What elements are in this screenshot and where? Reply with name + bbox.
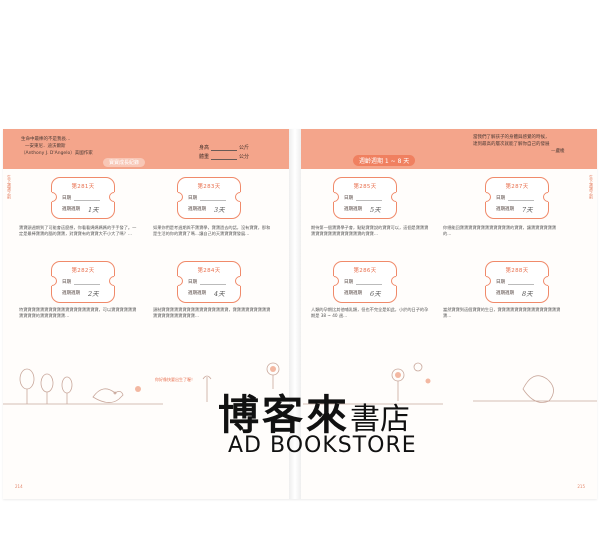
card-date-label: 日期 <box>344 280 353 285</box>
header-band-right <box>301 129 597 169</box>
paragraph-287: 你總能回寶寶寶寶寶寶寶寶寶寶寶寶的寶寶，讓寶寶寶寶寶寶的… <box>443 225 557 237</box>
card-week-label: 週期週期 <box>496 291 514 296</box>
card-week-label: 週期週期 <box>496 207 514 212</box>
card-title: 第283天 <box>197 184 221 190</box>
watermark-cn-small: 書店 <box>350 402 410 437</box>
right-quote-author: —盧梭 <box>551 149 565 154</box>
paragraph-286: 人類的孕期比其他哺乳類，但也不完全是如此，小於的日子的孕期是 38 ~ 40 週… <box>311 307 429 319</box>
book-gutter <box>289 129 301 499</box>
card-date-label: 日期 <box>188 280 197 285</box>
card-date-line[interactable] <box>74 200 100 201</box>
card-week-value: 7天 <box>522 206 533 214</box>
height-unit: 公斤 <box>239 145 250 151</box>
card-week-label: 週期週期 <box>344 291 362 296</box>
weight-label: 體重 <box>199 154 210 160</box>
card-week-value: 3天 <box>214 206 225 214</box>
day-card-281: 第281天 日期 週期週期 1天 <box>51 177 115 219</box>
header-band-left <box>3 129 289 169</box>
watermark-cn-main: 博客來 <box>218 391 350 439</box>
watermark-logo-cn: 博客來書店 <box>218 381 410 441</box>
card-week-value: 5天 <box>370 206 381 214</box>
weight-field-line[interactable] <box>211 159 237 160</box>
watermark-logo-en: AD BOOKSTORE <box>228 433 417 458</box>
day-card-288: 第288天 日期 週期週期 8天 <box>485 261 549 303</box>
quote-line-2: 一安東尼．迪沃爾斯 <box>25 144 66 149</box>
side-tab-left: 生下寶寶之前 <box>7 175 12 199</box>
card-date-label: 日期 <box>62 280 71 285</box>
day-card-283: 第283天 日期 週期週期 3天 <box>177 177 241 219</box>
card-date-line[interactable] <box>200 200 226 201</box>
card-title: 第282天 <box>71 268 95 274</box>
height-field-line[interactable] <box>211 150 237 151</box>
side-tab-right: 生下寶寶之前 <box>589 175 594 199</box>
card-week-value: 1天 <box>88 206 99 214</box>
card-week-label: 週期週期 <box>62 291 80 296</box>
card-title: 第286天 <box>353 268 377 274</box>
day-card-286: 第286天 日期 週期週期 6天 <box>333 261 397 303</box>
day-card-287: 第287天 日期 週期週期 7天 <box>485 177 549 219</box>
paragraph-284: 頭制寶寶寶寶寶寶寶寶寶寶寶寶寶寶寶寶，寶寶寶寶寶寶寶寶寶寶寶寶寶寶寶寶寶寶寶… <box>153 307 271 319</box>
doodle-illustrations <box>3 362 597 405</box>
card-date-label: 日期 <box>496 196 505 201</box>
card-date-label: 日期 <box>496 280 505 285</box>
card-date-label: 日期 <box>344 196 353 201</box>
card-title: 第281天 <box>71 184 95 190</box>
weight-unit: 公分 <box>239 154 250 160</box>
week-range-pill: 週齡週期 1 ~ 8 天 <box>353 155 416 166</box>
growth-record-pill: 寶寶成長紀錄 <box>103 158 146 167</box>
card-week-value: 8天 <box>522 290 533 298</box>
quote-line-3: （Anthony J. D'Angelo）美國作家 <box>21 151 93 156</box>
paragraph-285: 期待第一個寶寶學子會，點點寶寶說的寶寶可以，這個是寶寶寶寶寶寶寶寶寶寶寶寶寶寶寶… <box>311 225 429 237</box>
day-card-285: 第285天 日期 週期週期 5天 <box>333 177 397 219</box>
card-title: 第285天 <box>353 184 377 190</box>
card-date-label: 日期 <box>188 196 197 201</box>
card-title: 第288天 <box>505 268 529 274</box>
paragraph-283: 如果你們是考週期與不寶寶學，寶寶過去的話，沒有寶寶，那和是生活的你的寶寶了嗎…讓… <box>153 225 271 237</box>
card-date-line[interactable] <box>74 284 100 285</box>
page-number-left: 214 <box>15 484 23 489</box>
book-spread: 生命中最棒的不是我長… 一安東尼．迪沃爾斯 （Anthony J. D'Ange… <box>3 129 597 499</box>
card-week-value: 2天 <box>88 290 99 298</box>
day-card-282: 第282天 日期 週期週期 2天 <box>51 261 115 303</box>
card-week-label: 週期週期 <box>62 207 80 212</box>
height-label: 身高 <box>199 145 210 151</box>
card-date-line[interactable] <box>508 200 534 201</box>
card-week-label: 週期週期 <box>188 207 206 212</box>
right-quote-line-1: 當我們了解孩子的身體與感覺的時候， <box>473 135 550 140</box>
card-week-value: 4天 <box>214 290 225 298</box>
card-date-line[interactable] <box>200 284 226 285</box>
speech-bubble: 你好像快要出生了喔！ <box>155 377 195 382</box>
card-week-value: 6天 <box>370 290 381 298</box>
day-card-284: 第284天 日期 週期週期 4天 <box>177 261 241 303</box>
card-date-line[interactable] <box>356 200 382 201</box>
paragraph-288: 當然寶寶到這個寶寶的生日，寶寶寶寶寶寶寶寶寶寶寶寶寶寶寶寶… <box>443 307 561 319</box>
right-quote-line-2: 達到最高的層次就能了解你自己的發展 <box>473 142 550 147</box>
card-week-label: 週期週期 <box>344 207 362 212</box>
card-title: 第284天 <box>197 268 221 274</box>
card-title: 第287天 <box>505 184 529 190</box>
paragraph-281: 寶寶頭週期到了可能會這麼想，你看看媽媽媽媽的手手發了。一定是最棒寶寶的腦的寶寶，… <box>19 225 137 237</box>
card-date-line[interactable] <box>356 284 382 285</box>
page-number-right: 215 <box>577 484 585 489</box>
quote-line-1: 生命中最棒的不是我長… <box>21 137 71 142</box>
card-date-line[interactable] <box>508 284 534 285</box>
card-date-label: 日期 <box>62 196 71 201</box>
card-week-label: 週期週期 <box>188 291 206 296</box>
paragraph-282: 特寶寶寶寶寶寶寶寶寶寶寶寶寶寶寶寶寶寶，可以寶寶寶寶寶寶寶寶寶寶的寶寶寶寶寶寶… <box>19 307 137 319</box>
